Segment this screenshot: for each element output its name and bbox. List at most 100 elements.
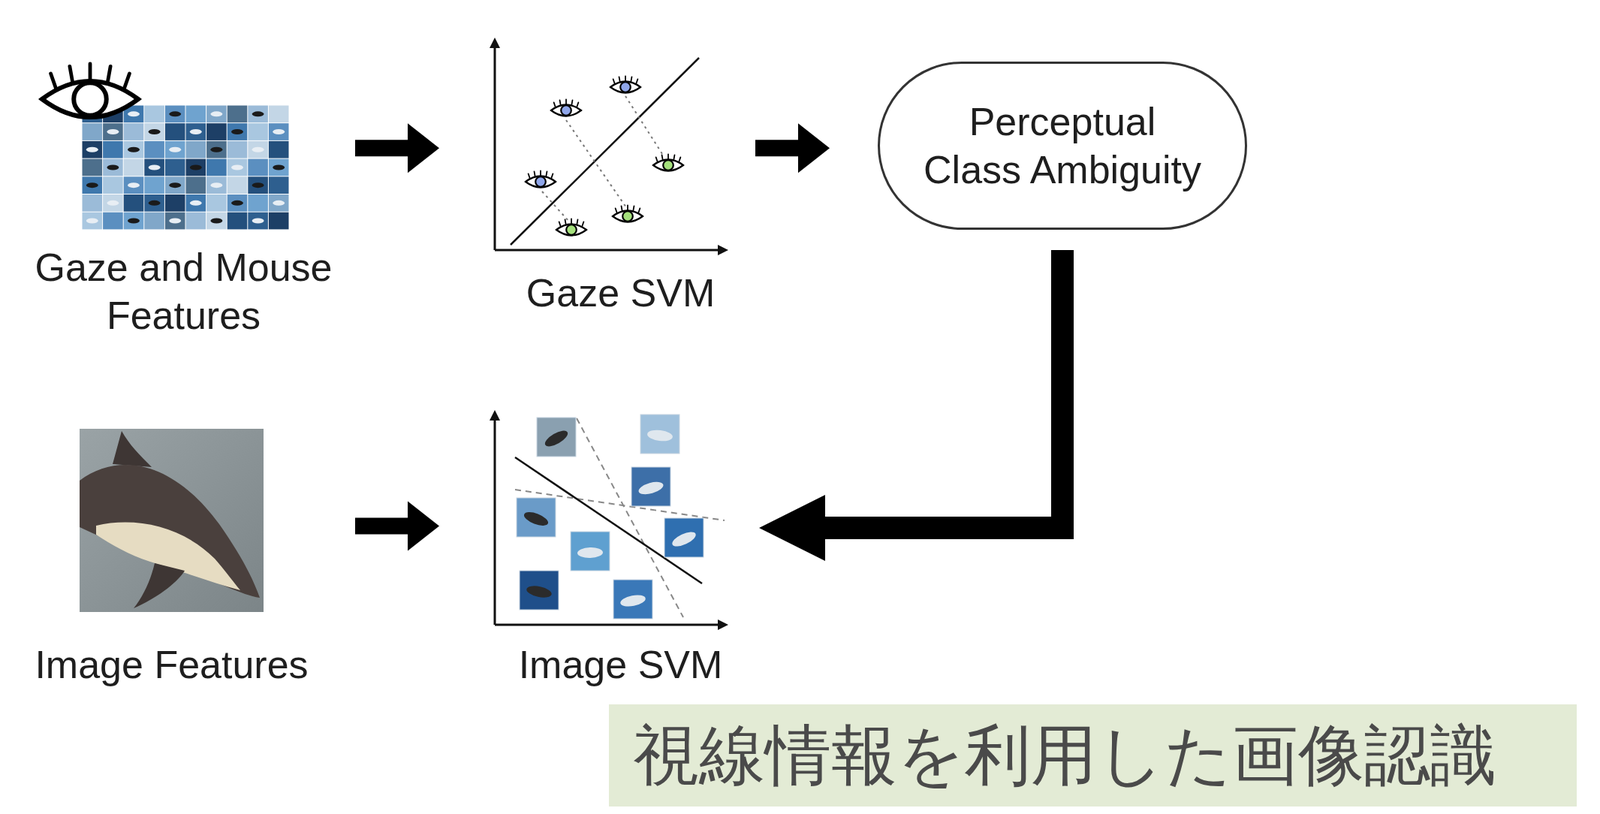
block-arrow: [755, 139, 799, 157]
dolphin-dorsal-fin: [112, 430, 152, 468]
eye-icon: [42, 63, 139, 118]
thumbnail: [536, 417, 576, 457]
grid-tile: [268, 194, 290, 212]
grid-tile: [247, 194, 269, 212]
x-axis: [494, 623, 718, 627]
grid-tile-subject: [127, 182, 140, 188]
eye-iris: [620, 81, 631, 93]
grid-tile-subject: [127, 147, 140, 153]
image-grid-node: Gaze and Mouse Features: [40, 61, 291, 230]
grid-tile: [102, 176, 124, 194]
gaze-svm-plot: [494, 48, 718, 251]
grid-tile: [227, 123, 248, 141]
grid-tile: [82, 141, 103, 159]
grid-tile: [186, 212, 207, 230]
grid-tile-subject: [252, 182, 265, 188]
grid-tile-subject: [210, 182, 223, 188]
grid-tile-subject: [106, 164, 119, 170]
grid-tile: [227, 105, 248, 124]
node-label: Perceptual Class Ambiguity: [918, 97, 1207, 194]
eye-icon: [612, 204, 643, 222]
grid-tile: [144, 159, 165, 177]
grid-tile-subject: [272, 164, 285, 170]
grid-tile: [247, 212, 269, 230]
eye-outline: [42, 81, 139, 118]
eye-iris: [566, 224, 577, 236]
node-label: Image Features: [6, 640, 338, 689]
grid-tile: [82, 176, 103, 194]
grid-tile: [123, 141, 145, 159]
eyelash: [123, 73, 130, 91]
grid-tile: [165, 141, 186, 159]
thumbnail-subject: [522, 509, 551, 528]
grid-tile: [123, 159, 145, 177]
grid-tile: [247, 105, 269, 124]
image-svm-plot: [494, 418, 725, 625]
grid-tile-subject: [231, 200, 244, 206]
grid-tile: [186, 176, 207, 194]
grid-tile: [206, 141, 227, 159]
grid-tile: [268, 141, 290, 159]
grid-tile: [82, 194, 103, 212]
grid-tile: [206, 194, 227, 212]
grid-tile: [144, 194, 165, 212]
grid-tile: [247, 123, 269, 141]
eye-icon: [653, 153, 684, 171]
grid-tile-subject: [86, 182, 99, 188]
node-spacer: [40, 61, 291, 230]
grid-tile-subject: [168, 182, 181, 188]
grid-tile: [144, 212, 165, 230]
grid-tile: [206, 105, 227, 124]
grid-tile: [82, 159, 103, 177]
grid-tile: [186, 194, 207, 212]
eye-outline: [551, 105, 582, 117]
photo-node: Image Features: [79, 428, 264, 612]
image-grid: [82, 105, 290, 230]
photo-background: [79, 428, 264, 612]
y-axis: [494, 420, 497, 625]
grid-tile: [144, 123, 165, 141]
block-arrow: [355, 139, 408, 157]
eyelash: [107, 66, 111, 84]
grid-tile: [247, 141, 269, 159]
grid-tile-subject: [210, 111, 223, 117]
eyelash: [88, 63, 93, 82]
grid-tile: [144, 176, 165, 194]
grid-tile-subject: [106, 200, 119, 206]
eye-iris: [73, 82, 107, 116]
node-spacer: [79, 428, 264, 612]
eye-iris: [535, 176, 546, 187]
grid-tile-subject: [252, 147, 265, 153]
caption-text: 視線情報を利用した画像認識: [632, 719, 1497, 793]
eye-outline: [610, 81, 641, 94]
caption-band: 視線情報を利用した画像認識: [608, 704, 1577, 807]
grid-tile-subject: [86, 218, 99, 224]
node-spacer: [494, 408, 730, 625]
grid-tile: [247, 176, 269, 194]
thumbnail-subject: [637, 479, 666, 498]
grid-tile: [227, 141, 248, 159]
grid-tile: [186, 105, 207, 124]
eye-icon: [551, 99, 582, 116]
grid-tile-subject: [148, 200, 161, 206]
thumbnail-subject: [619, 593, 647, 609]
grid-tile-subject: [168, 111, 181, 117]
grid-tile: [165, 176, 186, 194]
eye-icon: [610, 75, 641, 93]
decision-boundary: [510, 57, 700, 245]
grid-tile-subject: [127, 111, 140, 117]
block-arrow: [355, 518, 408, 535]
grid-tile-subject: [168, 218, 181, 224]
eye-iris: [662, 159, 674, 171]
grid-tile: [186, 123, 207, 141]
rounded-box: Perceptual Class Ambiguity: [877, 61, 1248, 230]
grid-tile-subject: [127, 218, 140, 224]
grid-tile: [268, 212, 290, 230]
eye-outline: [612, 210, 643, 223]
grid-tile: [268, 123, 290, 141]
grid-tile: [102, 123, 124, 141]
thumbnail-subject: [646, 428, 673, 443]
grid-tile-subject: [189, 129, 202, 135]
